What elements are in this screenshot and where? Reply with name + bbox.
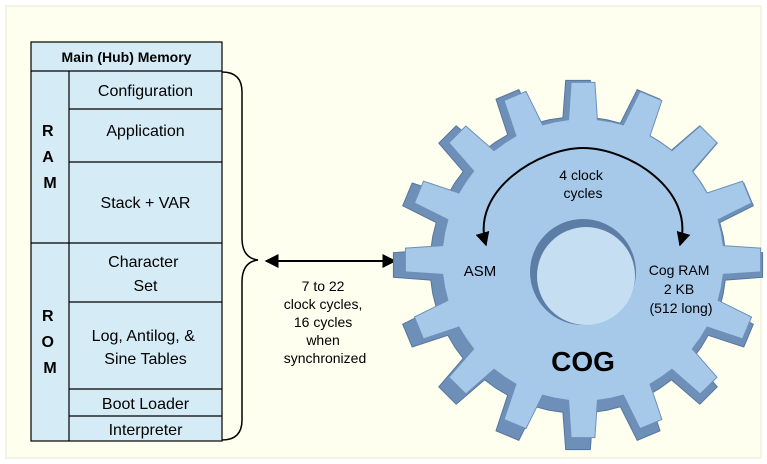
cog-gear — [392, 79, 764, 451]
hub-memory-block: Main (Hub) Memory R A M R O M Configurat… — [30, 41, 223, 442]
section-tables: Log, Antilog, & Sine Tables — [92, 328, 200, 368]
ram-label: R A M — [42, 123, 58, 192]
gear-hole — [537, 227, 635, 325]
internal-cycle-arrow — [475, 146, 691, 247]
asm-label: ASM — [464, 263, 497, 280]
section-configuration: Configuration — [98, 83, 193, 100]
internal-cycle-label: 4 clock cycles — [559, 167, 606, 201]
section-stack-var: Stack + VAR — [101, 195, 191, 212]
memory-title: Main (Hub) Memory — [62, 49, 192, 65]
section-application: Application — [106, 123, 184, 140]
cog-title: COG — [551, 346, 615, 377]
rom-label: R O M — [42, 308, 59, 377]
memory-brace — [221, 71, 259, 441]
cog-ram-label: Cog RAM 2 KB (512 long) — [649, 262, 714, 316]
section-interpreter: Interpreter — [109, 422, 183, 439]
section-boot-loader: Boot Loader — [102, 396, 190, 413]
section-character-set: Character Set — [108, 254, 183, 295]
hub-transfer-label: 7 to 22 clock cycles, 16 cycles when syn… — [284, 278, 367, 366]
